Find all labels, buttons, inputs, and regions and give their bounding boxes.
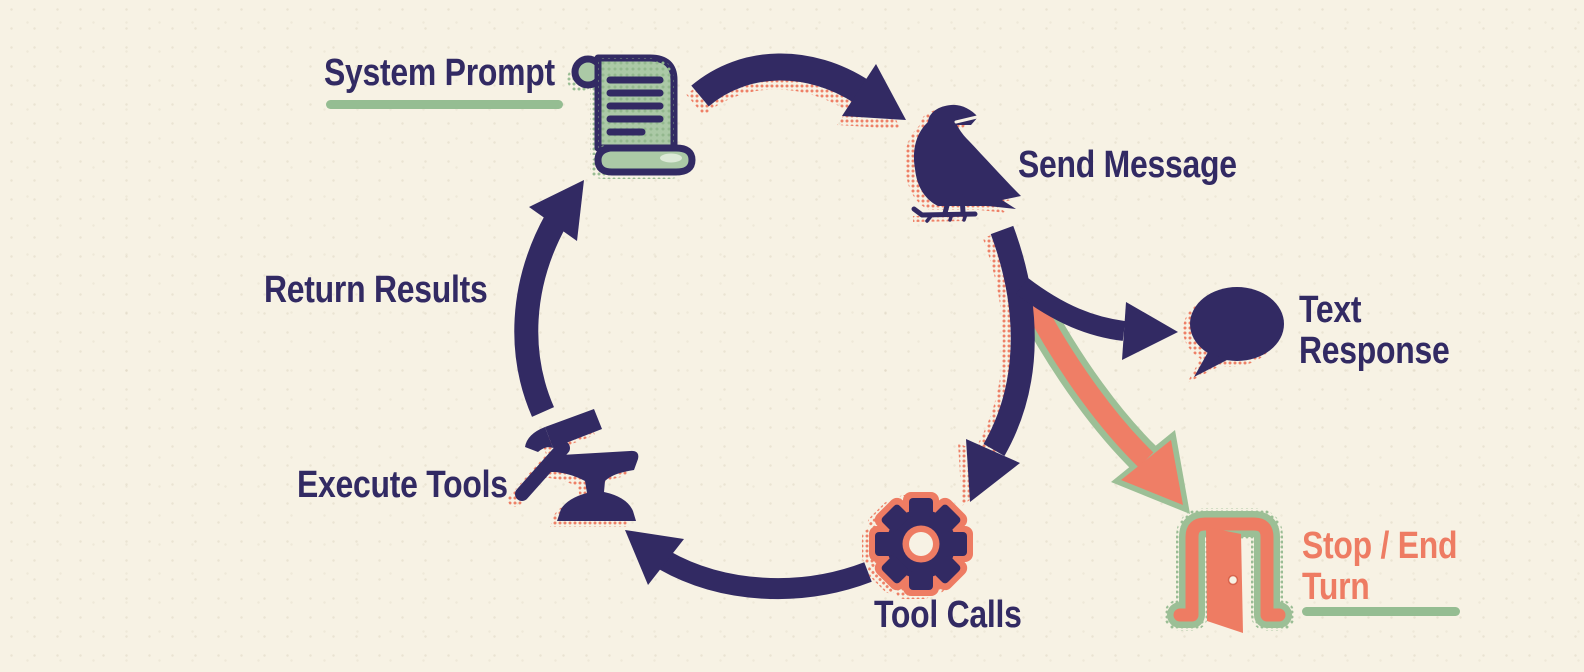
- door-knob: [1227, 574, 1239, 586]
- arrow-send-message-to-stop-end-turn: [1014, 290, 1190, 514]
- scroll-text-lines: [606, 76, 664, 136]
- label-text-response: Text Response: [1299, 289, 1450, 372]
- hammer-handle: [515, 441, 570, 501]
- arrow-send-message-to-tool-calls: [958, 225, 1035, 506]
- hammer-head: [545, 409, 602, 448]
- arrow-execute-tools-to-system-prompt: [514, 180, 584, 417]
- scroll-icon: [567, 54, 696, 179]
- arrow-tool-calls-to-execute-tools: [625, 530, 872, 600]
- raven-legs: [942, 194, 966, 216]
- label-tool-calls: Tool Calls: [874, 594, 1022, 636]
- label-send-message: Send Message: [1018, 144, 1237, 186]
- label-stop-end-turn: Stop / End Turn: [1302, 525, 1458, 608]
- gear-icon: [862, 492, 973, 599]
- door-panel: [1206, 527, 1243, 633]
- open-door-icon: [1164, 508, 1295, 633]
- anvil: [543, 450, 639, 521]
- system-prompt-underline: [326, 100, 563, 109]
- arrow-send-message-to-text-response: [1015, 278, 1178, 360]
- raven-icon: [904, 104, 1021, 223]
- speech-bubble-icon: [1183, 287, 1284, 383]
- hammer-anvil-icon: [508, 409, 639, 527]
- label-return-results: Return Results: [264, 269, 488, 311]
- arrow-system-prompt-to-send-message: [686, 53, 906, 129]
- label-execute-tools: Execute Tools: [297, 464, 508, 506]
- label-system-prompt: System Prompt: [324, 52, 555, 94]
- stop-end-turn-underline: [1302, 607, 1460, 616]
- hammer-claw: [525, 427, 553, 452]
- raven-beak-opening: [954, 115, 979, 124]
